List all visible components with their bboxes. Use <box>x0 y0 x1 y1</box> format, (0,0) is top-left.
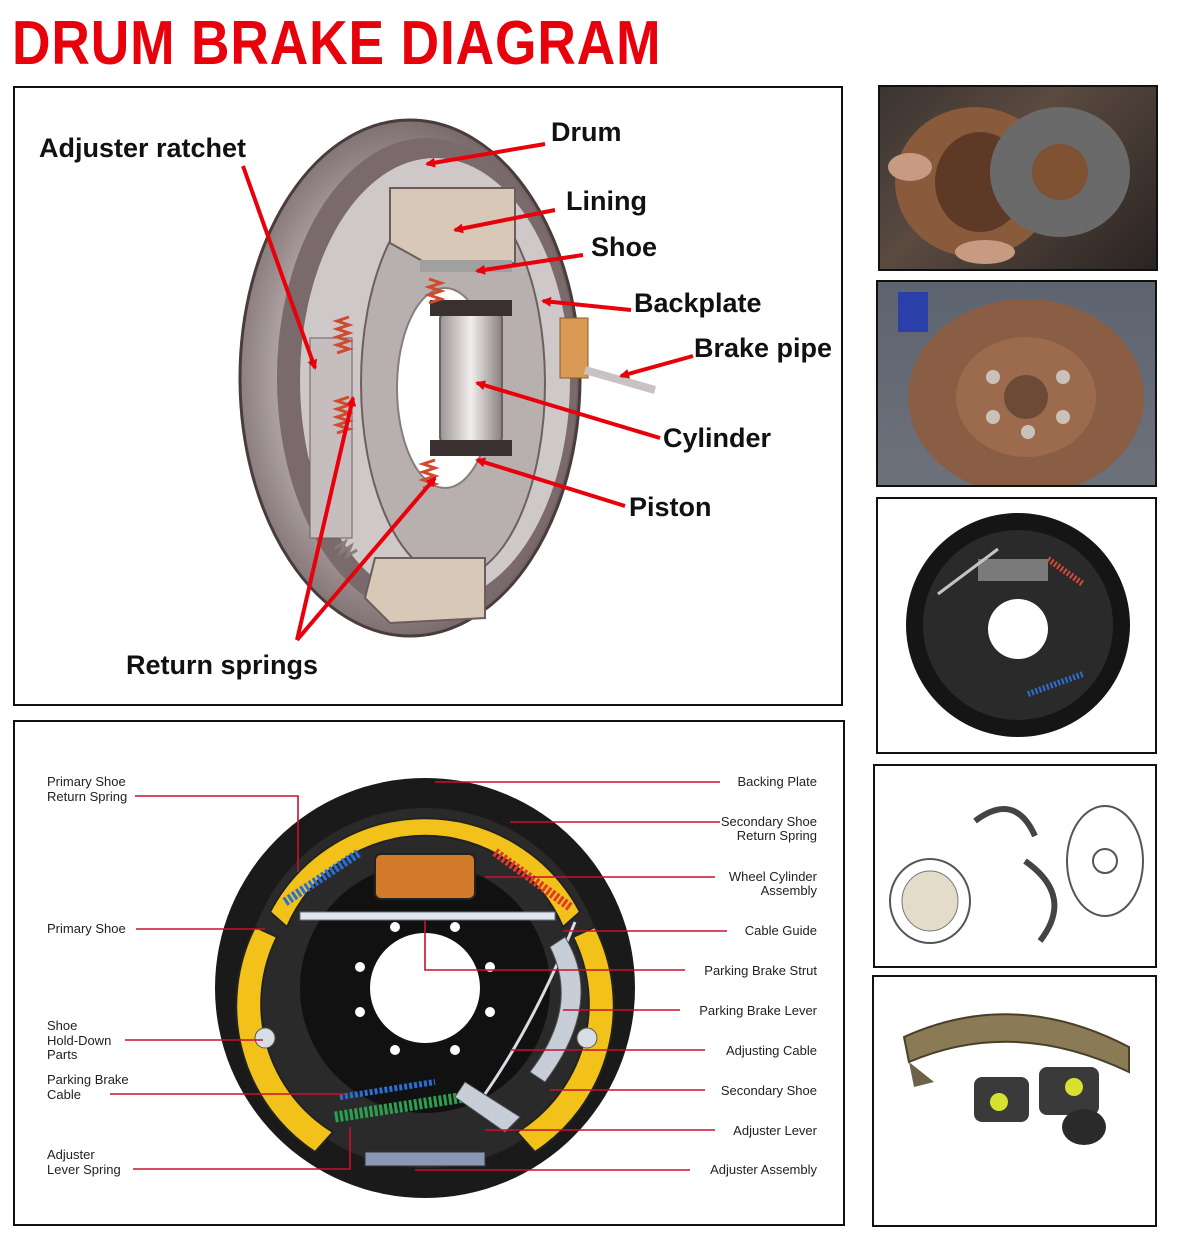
label-primary-shoe-return-spring-line2: Return Spring <box>47 789 127 804</box>
shoes-upper <box>268 817 582 929</box>
label-shoe-hold-down-line2: Hold-Down <box>47 1033 111 1048</box>
label-return-springs: Return springs <box>126 650 318 680</box>
label-arrows <box>241 142 694 642</box>
label-adjuster-lever-spring-line1: Adjuster <box>47 1147 95 1162</box>
photo-backing-plate-assembly <box>876 497 1157 754</box>
page-title: DRUM BRAKE DIAGRAM <box>12 9 662 78</box>
label-parking-brake-lever: Parking Brake Lever <box>699 1003 817 1018</box>
label-lining: Lining <box>566 186 647 216</box>
label-wheel-cylinder-assembly-line1: Wheel Cylinder <box>729 869 818 884</box>
label-adjuster-ratchet: Adjuster ratchet <box>39 133 246 163</box>
secondary-shoe <box>515 925 615 1154</box>
shoe-hold-down-left <box>254 1027 276 1049</box>
parking-brake-strut <box>299 911 556 921</box>
photo-exploded-parts-drawing <box>873 764 1157 968</box>
label-parking-brake-cable-line2: Cable <box>47 1087 81 1102</box>
brake-pipe <box>559 317 657 394</box>
leader-lines <box>110 781 727 1171</box>
label-adjuster-lever: Adjuster Lever <box>733 1123 817 1138</box>
lining <box>363 187 516 625</box>
label-shoe-hold-down-line3: Parts <box>47 1047 78 1062</box>
label-backplate: Backplate <box>634 288 762 318</box>
photo-drum-on-wheel-hub <box>876 280 1157 487</box>
label-cable-guide: Cable Guide <box>745 923 817 938</box>
label-cylinder: Cylinder <box>663 423 772 453</box>
adjuster-spring <box>334 1091 466 1123</box>
drum-brake-cutaway-panel: Adjuster ratchet Drum Lining Shoe Backpl… <box>13 86 843 706</box>
photo-rusty-drum-in-hands <box>878 85 1158 271</box>
secondary-shoe-return-spring <box>492 848 573 911</box>
wheel-cylinder-assembly <box>374 853 476 900</box>
label-secondary-shoe: Secondary Shoe <box>721 1083 817 1098</box>
parking-brake-lever <box>529 936 582 1083</box>
label-parking-brake-cable-line1: Parking Brake <box>47 1072 129 1087</box>
label-adjusting-cable: Adjusting Cable <box>726 1043 817 1058</box>
hub-hole <box>370 933 480 1043</box>
drum-brake-parts-panel: Primary Shoe Return Spring Primary Shoe … <box>13 720 845 1226</box>
label-wheel-cylinder-assembly-line2: Assembly <box>761 883 818 898</box>
label-drum: Drum <box>551 117 622 147</box>
label-shoe: Shoe <box>591 232 657 262</box>
label-adjuster-lever-spring-line2: Lever Spring <box>47 1162 121 1177</box>
adjuster-lever <box>454 1081 521 1133</box>
wheel-cylinder <box>430 300 512 456</box>
drum-brake-cutaway-illustration: Adjuster ratchet Drum Lining Shoe Backpl… <box>39 117 832 680</box>
photo-shoe-and-cylinders <box>872 975 1157 1227</box>
label-shoe-hold-down-line1: Shoe <box>47 1018 77 1033</box>
label-brake-pipe: Brake pipe <box>694 333 832 363</box>
label-backing-plate: Backing Plate <box>738 774 818 789</box>
label-parking-brake-strut: Parking Brake Strut <box>704 963 817 978</box>
label-piston: Piston <box>629 492 712 522</box>
label-adjuster-assembly: Adjuster Assembly <box>710 1162 817 1177</box>
label-secondary-shoe-return-spring-line2: Return Spring <box>737 828 817 843</box>
shoe-hold-down-right <box>576 1027 598 1049</box>
drum-brake-parts-illustration: Primary Shoe Return Spring Primary Shoe … <box>47 774 818 1198</box>
primary-shoe-return-spring <box>282 848 363 906</box>
adjuster-assembly <box>364 1151 486 1167</box>
label-primary-shoe: Primary Shoe <box>47 921 126 936</box>
primary-shoe <box>235 925 335 1154</box>
label-secondary-shoe-return-spring-line1: Secondary Shoe <box>721 814 817 829</box>
label-primary-shoe-return-spring-line1: Primary Shoe <box>47 774 126 789</box>
